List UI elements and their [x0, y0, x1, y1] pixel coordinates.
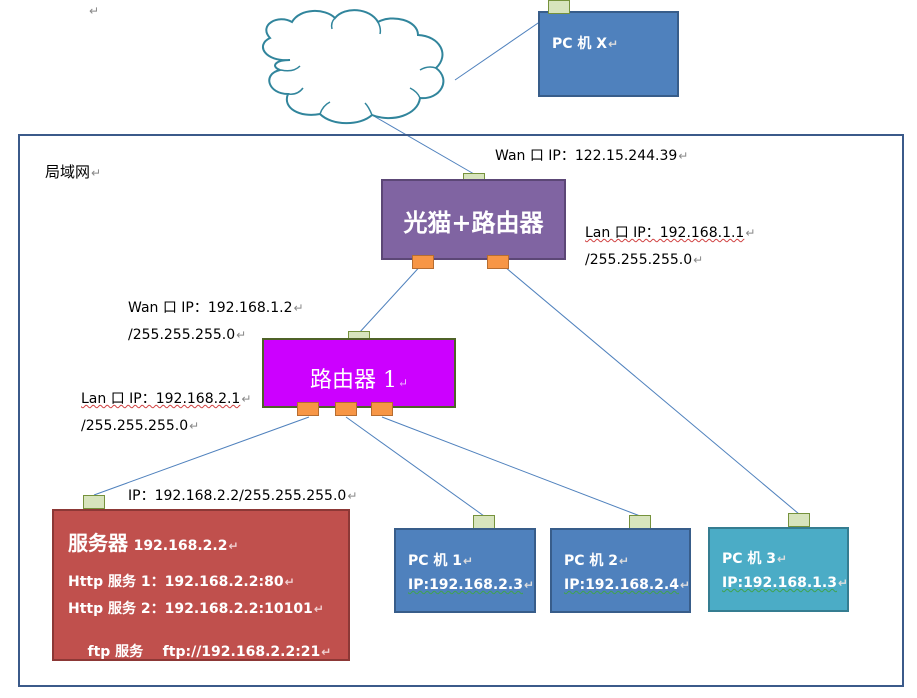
pc-3-ip: IP:192.168.1.3 — [722, 575, 837, 591]
pc-1-ip: IP:192.168.2.3 — [408, 577, 523, 593]
router-wan-label: Wan 口 IP：192.168.1.2 — [128, 300, 293, 316]
server-http-2: Http 服务 2：192.168.2.2:10101 — [68, 601, 313, 617]
pc-2-port — [629, 515, 651, 529]
pc-x-port — [548, 0, 570, 14]
link-cloud-modem — [371, 114, 475, 175]
server-port — [83, 495, 105, 509]
pc-3-port — [788, 513, 810, 527]
modem-lan-port-1 — [412, 255, 434, 269]
modem-lan-label: Lan 口 IP：192.168.1.1 — [585, 225, 745, 241]
modem-lan-port-2 — [487, 255, 509, 269]
server-http-1: Http 服务 1：192.168.2.2:80 — [68, 574, 284, 590]
router-wan-mask: /255.255.255.0 — [128, 327, 236, 343]
link-router-pc1 — [345, 416, 485, 517]
pc-3-box: PC 机 3↵ IP:192.168.1.3↵ — [708, 527, 849, 612]
pc-2-title: PC 机 2 — [564, 553, 619, 569]
server-title: 服务器 — [68, 531, 128, 555]
modem-wan-label: Wan 口 IP：122.15.244.39 — [495, 148, 678, 164]
server-ip-label: IP：192.168.2.2/255.255.255.0 — [128, 488, 347, 504]
router-lan-port-3 — [371, 402, 393, 416]
internet-cloud-icon — [262, 9, 445, 125]
link-router-server — [93, 416, 310, 496]
lan-label: 局域网 — [45, 163, 91, 181]
router-lan-port-1 — [297, 402, 319, 416]
pc-2-box: PC 机 2↵ IP:192.168.2.4↵ — [550, 528, 691, 613]
link-modem-pc3 — [498, 261, 800, 515]
server-box: 服务器 192.168.2.2↵ Http 服务 1：192.168.2.2:8… — [52, 509, 350, 661]
modem-lan-mask: /255.255.255.0 — [585, 252, 693, 268]
pc-2-ip: IP:192.168.2.4 — [564, 577, 679, 593]
pc-1-box: PC 机 1↵ IP:192.168.2.3↵ — [394, 528, 536, 613]
router-1-title: 路由器 1 — [309, 368, 397, 393]
router-lan-mask: /255.255.255.0 — [81, 418, 189, 434]
router-lan-port-2 — [335, 402, 357, 416]
lan-frame — [18, 134, 904, 687]
pc-1-title: PC 机 1 — [408, 553, 463, 569]
modem-router-box: 光猫+路由器 — [381, 179, 566, 260]
pc-x-box: PC 机 X↵ — [538, 11, 679, 97]
router-lan-label: Lan 口 IP：192.168.2.1 — [81, 391, 241, 407]
pc-x-label: PC 机 X — [552, 36, 608, 52]
router-1-box: 路由器 1↵ — [262, 338, 456, 408]
modem-title: 光猫+路由器 — [403, 208, 544, 237]
pc-3-title: PC 机 3 — [722, 551, 777, 567]
server-title-ip: 192.168.2.2 — [133, 538, 228, 554]
server-ftp: ftp 服务 ftp://192.168.2.2:21 — [87, 644, 321, 660]
link-modem-router — [358, 261, 425, 334]
pc-1-port — [473, 515, 495, 529]
link-router-pc2 — [381, 416, 641, 517]
